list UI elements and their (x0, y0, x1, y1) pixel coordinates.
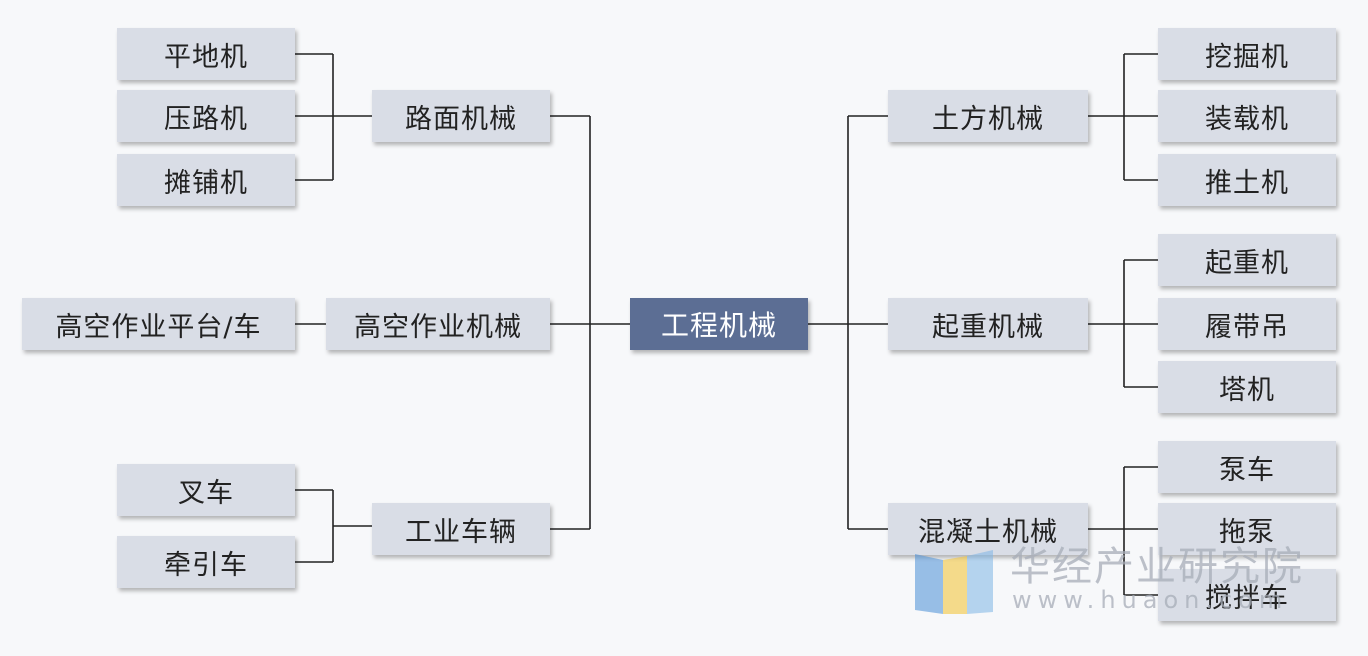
leaf-node-right-1-1: 履带吊 (1158, 298, 1336, 350)
leaf-node-right-0-0: 挖掘机 (1158, 28, 1336, 80)
leaf-node-right-2-0: 泵车 (1158, 441, 1336, 493)
leaf-node-left-0-0: 平地机 (117, 28, 295, 80)
leaf-node-left-0-2: 摊铺机 (117, 154, 295, 206)
leaf-node-right-2-1: 拖泵 (1158, 503, 1336, 555)
leaf-node-right-1-0: 起重机 (1158, 234, 1336, 286)
category-node-left-0: 路面机械 (372, 90, 550, 142)
category-node-right-2: 混凝土机械 (888, 503, 1088, 555)
leaf-node-left-1-0: 高空作业平台/车 (22, 298, 295, 350)
leaf-node-left-2-1: 牵引车 (117, 536, 295, 588)
root-node: 工程机械 (630, 298, 808, 350)
leaf-node-right-1-2: 塔机 (1158, 361, 1336, 413)
leaf-node-left-0-1: 压路机 (117, 90, 295, 142)
category-node-right-0: 土方机械 (888, 90, 1088, 142)
leaf-node-right-0-1: 装载机 (1158, 90, 1336, 142)
category-node-right-1: 起重机械 (888, 298, 1088, 350)
leaf-node-right-2-2: 搅拌车 (1158, 569, 1336, 621)
category-node-left-2: 工业车辆 (372, 503, 550, 555)
leaf-node-left-2-0: 叉车 (117, 464, 295, 516)
leaf-node-right-0-2: 推土机 (1158, 154, 1336, 206)
category-node-left-1: 高空作业机械 (326, 298, 550, 350)
